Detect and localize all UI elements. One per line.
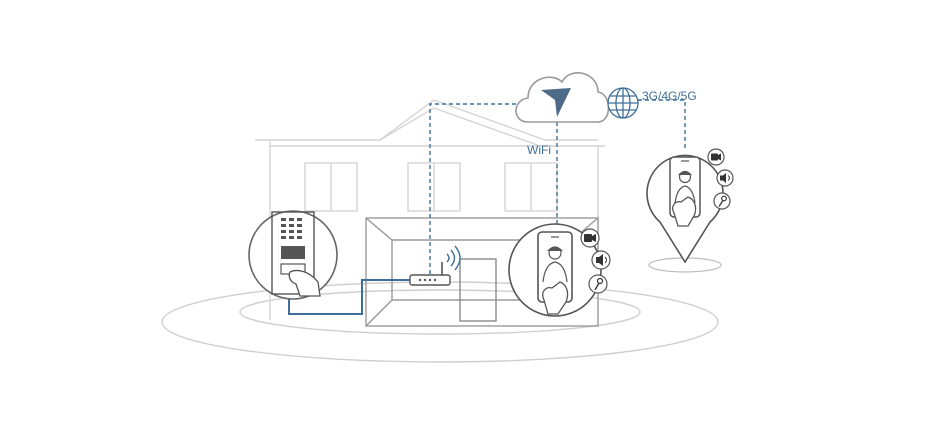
ground-ellipses — [161, 281, 719, 363]
globe-icon — [607, 87, 639, 119]
door-panel-icon — [248, 210, 338, 300]
wifi-label: WiFi — [527, 143, 551, 157]
router-icon — [409, 262, 451, 286]
speaker-icon — [591, 250, 611, 270]
smartphone-icon — [669, 156, 701, 227]
indoor-phone-group — [508, 223, 611, 317]
cloud-icon — [515, 72, 610, 123]
network-label: 3G/4G/5G — [642, 89, 697, 103]
smartphone-icon — [537, 231, 573, 315]
key-icon — [713, 192, 731, 210]
key-icon — [588, 274, 608, 294]
video-camera-icon — [707, 148, 725, 166]
remote-phone-group — [669, 148, 734, 227]
video-camera-icon — [580, 228, 600, 248]
wired-connection — [288, 279, 410, 315]
speaker-icon — [716, 169, 734, 187]
wifi-signal-icon — [446, 245, 461, 271]
